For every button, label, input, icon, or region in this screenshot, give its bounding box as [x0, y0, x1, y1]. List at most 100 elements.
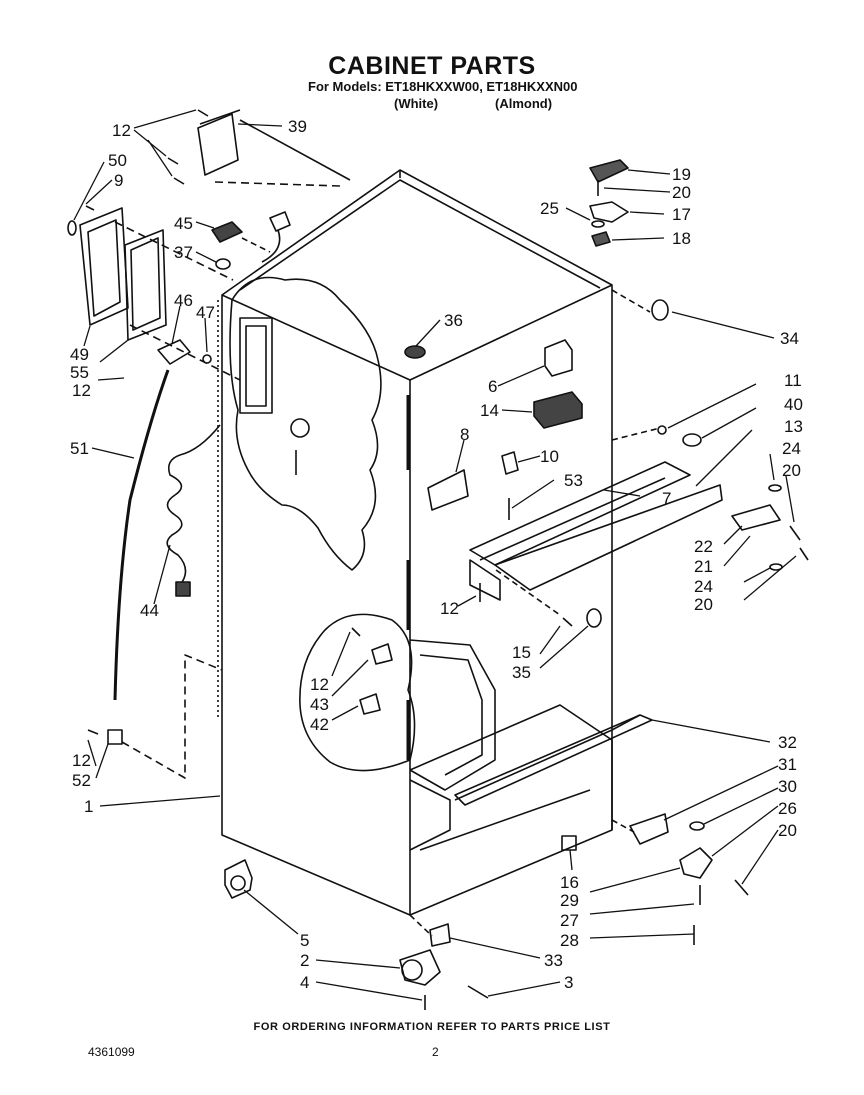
callout-10: 10 — [540, 447, 559, 466]
mullion-rail — [469, 461, 691, 566]
callout-24b: 24 — [694, 577, 713, 596]
callout-28: 28 — [560, 931, 579, 950]
callout-46: 46 — [174, 291, 193, 310]
thermostat-knob — [290, 418, 310, 438]
callout-15: 15 — [512, 643, 531, 662]
callout-1: 1 — [84, 797, 93, 816]
variant-white: (White) — [394, 96, 439, 111]
lower-hinge-bracket — [629, 813, 669, 845]
mullion-cover — [494, 484, 723, 591]
rear-roller — [224, 859, 253, 899]
callout-31: 31 — [778, 755, 797, 774]
callout-49: 49 — [70, 345, 89, 364]
hole-plug-lower — [586, 608, 602, 628]
callout-12a: 12 — [112, 121, 131, 140]
hinge-shim — [591, 231, 611, 247]
callout-4: 4 — [300, 973, 309, 992]
callout-39: 39 — [288, 117, 307, 136]
water-tube — [113, 369, 170, 701]
callout-43: 43 — [310, 695, 329, 714]
callout-36: 36 — [444, 311, 463, 330]
light-bulb-lens — [67, 220, 77, 236]
bottom-hinge — [679, 847, 713, 879]
page-title: CABINET PARTS — [328, 52, 536, 80]
evaporator-housing — [239, 317, 273, 414]
callout-2: 2 — [300, 951, 309, 970]
callout-12b: 12 — [72, 381, 91, 400]
cutaway-upper — [229, 276, 382, 571]
control-cover — [197, 113, 239, 176]
callout-9: 9 — [114, 171, 123, 190]
shelf-bumper — [404, 345, 426, 359]
callout-40: 40 — [784, 395, 803, 414]
callout-12c: 12 — [440, 599, 459, 618]
callout-55: 55 — [70, 363, 89, 382]
top-hinge — [589, 201, 629, 223]
callout-27: 27 — [560, 911, 579, 930]
center-hinge-plate — [427, 469, 469, 511]
callout-34: 34 — [780, 329, 799, 348]
page-number: 2 — [432, 1045, 439, 1059]
door-stop-button — [682, 433, 702, 447]
callout-29: 29 — [560, 891, 579, 910]
callout-18: 18 — [672, 229, 691, 248]
power-cord — [166, 424, 221, 586]
kickplate-tab — [429, 923, 451, 947]
callout-5: 5 — [300, 931, 309, 950]
callout-50: 50 — [108, 151, 127, 170]
callout-16: 16 — [560, 873, 579, 892]
callout-33: 33 — [544, 951, 563, 970]
cutaway-lower — [299, 613, 416, 772]
callout-6: 6 — [488, 377, 497, 396]
callout-20b: 20 — [782, 461, 801, 480]
callout-12d: 12 — [310, 675, 329, 694]
compressor-housing — [409, 639, 496, 791]
callout-19: 19 — [672, 165, 691, 184]
connector — [269, 211, 291, 232]
callout-3: 3 — [564, 973, 573, 992]
relay-cover — [371, 643, 393, 665]
callout-47: 47 — [196, 303, 215, 322]
callout-20c: 20 — [694, 595, 713, 614]
callout-22: 22 — [694, 537, 713, 556]
callout-44: 44 — [140, 601, 159, 620]
callout-30: 30 — [778, 777, 797, 796]
evaporator-inner — [245, 325, 267, 407]
callout-45: 45 — [174, 214, 193, 233]
hole-plug — [651, 299, 669, 321]
callout-52: 52 — [72, 771, 91, 790]
callout-21: 21 — [694, 557, 713, 576]
tube-clamp — [107, 729, 123, 745]
variant-almond: (Almond) — [495, 96, 553, 111]
callout-17: 17 — [672, 205, 691, 224]
front-roller — [399, 949, 441, 986]
callout-26: 26 — [778, 799, 797, 818]
callout-8: 8 — [460, 425, 469, 444]
callout-53: 53 — [564, 471, 583, 490]
lower-compartment — [409, 704, 613, 830]
light-housing — [79, 207, 129, 326]
overload-protector — [359, 693, 381, 715]
callout-13: 13 — [784, 417, 803, 436]
grommet — [215, 258, 231, 270]
callout-20a: 20 — [672, 183, 691, 202]
light-switch — [211, 221, 243, 243]
callout-42: 42 — [310, 715, 329, 734]
water-valve — [157, 339, 191, 365]
callout-11: 11 — [784, 371, 802, 390]
callout-25: 25 — [540, 199, 559, 218]
bracket — [544, 339, 573, 377]
callout-24a: 24 — [782, 439, 801, 458]
mounting-bracket — [533, 391, 583, 429]
grille-clip — [561, 835, 577, 851]
callout-14: 14 — [480, 401, 499, 420]
callout-12e: 12 — [72, 751, 91, 770]
models-line: For Models: ET18HKXXW00, ET18HKXXN00 — [308, 79, 578, 94]
ordering-note: FOR ORDERING INFORMATION REFER TO PARTS … — [253, 1021, 611, 1033]
callout-7: 7 — [662, 489, 671, 508]
center-hinge — [731, 504, 781, 531]
callout-32: 32 — [778, 733, 797, 752]
stop-block — [501, 451, 519, 475]
